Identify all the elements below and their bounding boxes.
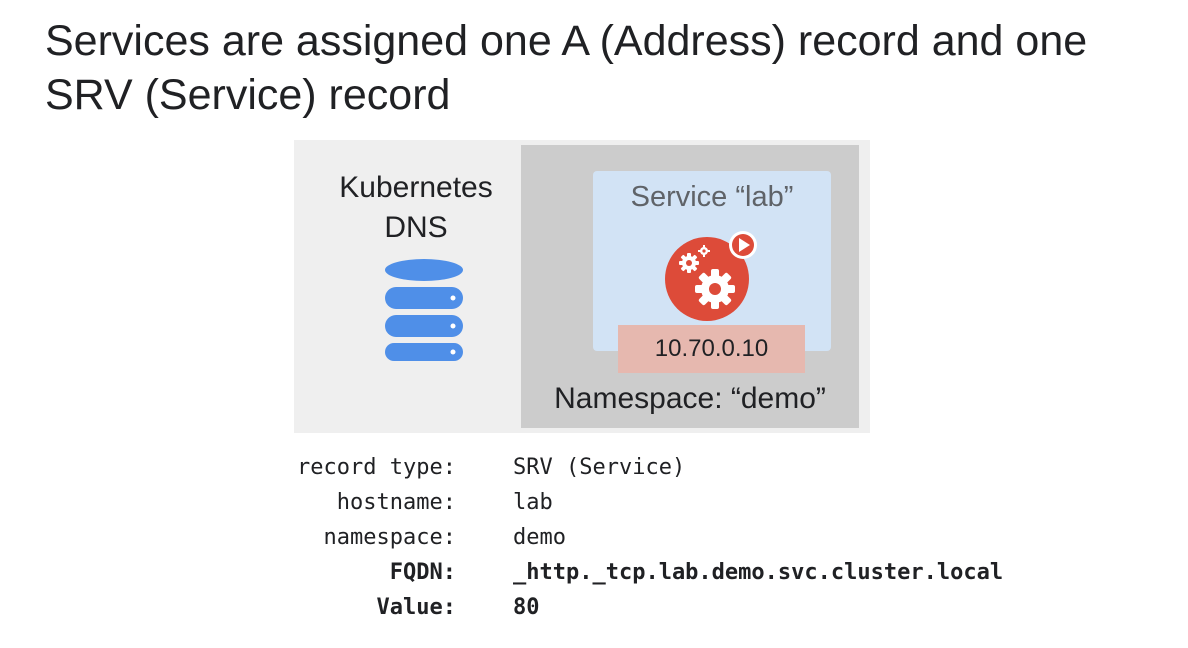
ip-address-box: 10.70.0.10 (618, 325, 805, 373)
dns-diagram: Kubernetes DNS Service “lab” (294, 140, 870, 433)
record-key: FQDN: (389, 560, 456, 585)
record-value: 80 (513, 595, 540, 620)
slide-title: Services are assigned one A (Address) re… (45, 17, 1088, 119)
namespace-label: Namespace: “demo” (554, 382, 826, 415)
service-box: Service “lab” (593, 171, 831, 351)
record-value: lab (513, 490, 553, 515)
record-row-hostname: hostname: lab (150, 485, 1110, 520)
service-label: Service “lab” (630, 181, 794, 213)
record-value: _http._tcp.lab.demo.svc.cluster.local (513, 560, 1004, 585)
record-key: namespace: (323, 525, 456, 550)
record-row-namespace: namespace: demo (150, 520, 1110, 555)
record-key: Value: (376, 595, 456, 620)
record-value: demo (513, 525, 566, 550)
record-value: SRV (Service) (513, 455, 686, 480)
record-details: record type: SRV (Service) hostname: lab… (150, 450, 1110, 625)
record-key: hostname: (336, 490, 456, 515)
kubernetes-dns-label: Kubernetes DNS (339, 171, 493, 244)
namespace-box: Service “lab” (521, 145, 859, 428)
database-icon (385, 259, 463, 361)
record-row-type: record type: SRV (Service) (150, 450, 1110, 485)
record-row-value: Value: 80 (150, 590, 1110, 625)
record-row-fqdn: FQDN: _http._tcp.lab.demo.svc.cluster.lo… (150, 555, 1110, 590)
record-key: record type: (297, 455, 456, 480)
gears-play-icon (665, 231, 757, 321)
